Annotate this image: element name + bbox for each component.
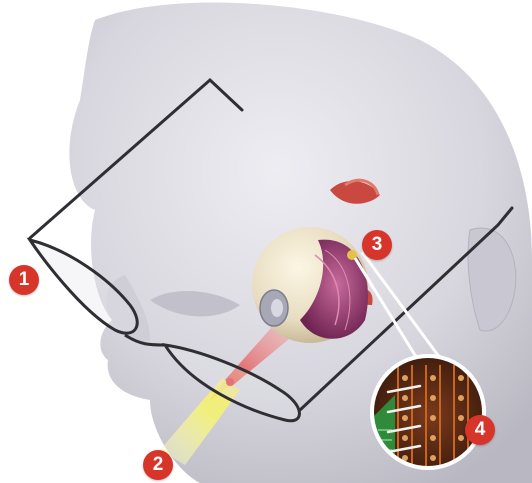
callout-3-badge: 3 <box>362 230 392 260</box>
callout-1-badge: 1 <box>9 265 39 295</box>
callout-2-badge: 2 <box>143 450 173 480</box>
callout-4-badge: 4 <box>465 415 495 445</box>
